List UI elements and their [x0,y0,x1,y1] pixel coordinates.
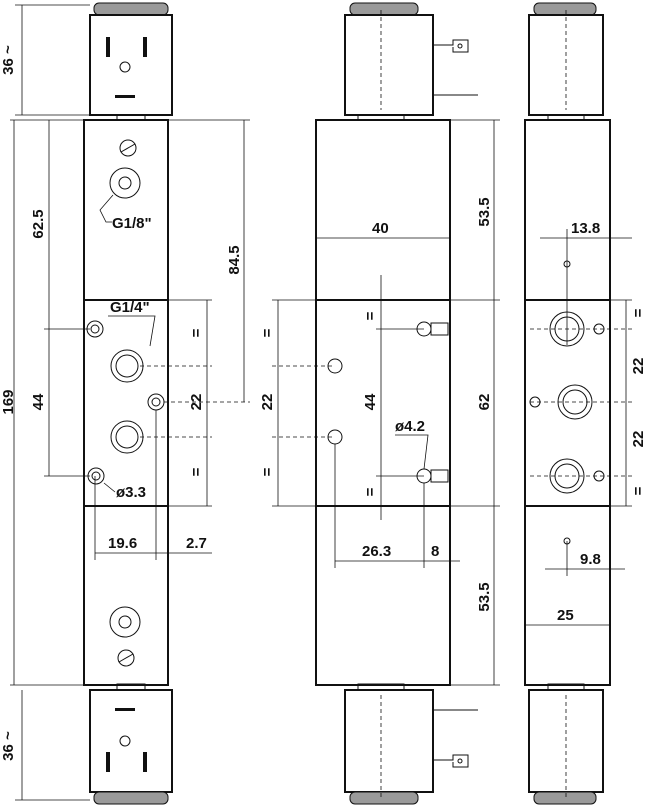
equal-mark: = [362,487,379,496]
dim-13-8: 13.8 [571,220,600,237]
label-d4-2: ø4.2 [395,418,425,435]
label-g1-8: G1/8" [112,215,152,232]
dim-40: 40 [372,220,389,237]
equal-mark: = [188,467,205,476]
dim-22-mid: 22 [259,394,276,411]
ground-pin [115,95,135,98]
coil-connector-bottom [89,689,173,793]
label-d3-3: ø3.3 [116,484,146,501]
valve-body-front [83,119,169,686]
side-view [315,2,478,805]
equal-mark: = [188,328,205,337]
dim-22-right-a: 22 [630,358,647,375]
manual-override-screw [119,139,137,157]
coil-connector-top [89,14,173,116]
knurl-cap-bottom [93,791,169,805]
equal-mark: = [630,486,647,495]
connector-screw [119,61,131,73]
spade-terminal [433,39,469,53]
front-view-dimensions [10,4,250,801]
dim-62: 62 [476,394,493,411]
end-view-dimensions [524,229,632,632]
connector-pin [106,37,110,57]
dim-26-3: 26.3 [362,543,391,560]
dim-44-left: 44 [30,393,47,410]
dim-44-mid: 44 [362,393,379,410]
dim-53-5-bottom: 53.5 [476,582,493,611]
pilot-port-g1-8 [109,167,141,199]
end-view-labels: 13.8 22 22 = = 9.8 25 [557,220,647,624]
equal-mark: = [259,467,276,476]
coil-side-top [344,14,434,116]
equal-mark: = [630,308,647,317]
coil-side-bottom [344,689,434,793]
equal-mark: = [259,328,276,337]
dim-53-5-top: 53.5 [476,197,493,226]
dim-2-7: 2.7 [186,535,207,552]
connector-pin [143,37,147,57]
dim-169: 169 [0,389,17,414]
side-view-labels: 40 53.5 62 53.5 22 = = 44 = = ø4.2 26.3 … [259,197,493,611]
knurl-cap-top [93,2,169,16]
end-view [524,2,611,805]
dim-22-left: 22 [188,394,205,411]
dim-62-5: 62.5 [30,209,47,238]
dim-9-8: 9.8 [580,551,601,568]
equal-mark: = [362,311,379,320]
dim-84-5: 84.5 [226,245,243,274]
front-view-labels: 36 ~ 169 36 ~ 62.5 44 84.5 22 = = G1/8" … [0,45,243,761]
valve-body-side [315,119,451,686]
dim-8: 8 [431,543,439,560]
dim-36-top: 36 ~ [0,45,17,75]
coil-end-top [528,14,604,116]
dim-36-bottom: 36 ~ [0,731,17,761]
side-view-dimensions [272,119,500,686]
pilot-port-bottom [109,606,141,638]
dim-19-6: 19.6 [108,535,137,552]
dim-25: 25 [557,607,574,624]
front-view [83,2,173,805]
port-end-lower [549,458,585,494]
manual-override-screw-bottom [117,649,135,667]
dim-22-right-b: 22 [630,431,647,448]
label-g1-4: G1/4" [110,299,150,316]
valve-body-end [524,119,611,686]
